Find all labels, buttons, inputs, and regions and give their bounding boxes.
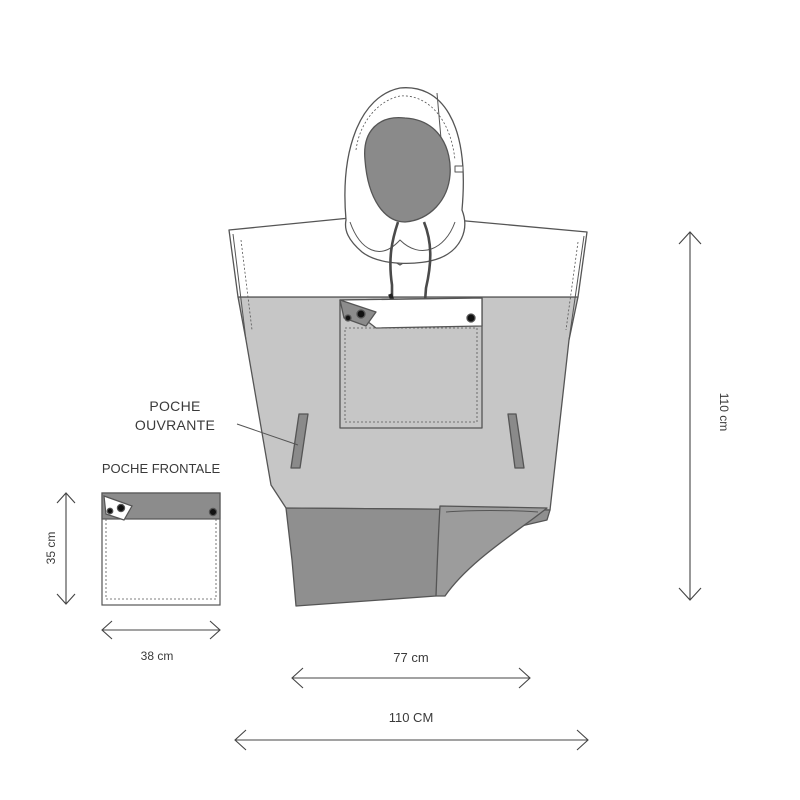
front-pocket-detail	[101, 492, 221, 606]
side-pocket-right	[507, 413, 525, 469]
dimension-arrows	[56, 231, 702, 751]
pocket-pointer-line	[236, 423, 299, 446]
poncho-folded-corner	[435, 505, 548, 597]
dimension-pocket-width: 38 cm	[141, 649, 174, 663]
drawstring-right	[422, 221, 432, 316]
dimension-total-width: 110 CM	[389, 710, 434, 725]
hood-opening	[364, 117, 451, 223]
label-poche-ouvrante-line2: OUVRANTE	[135, 417, 215, 433]
dimension-pocket-height: 35 cm	[44, 532, 58, 565]
poncho-garment	[228, 87, 588, 607]
snap-button	[344, 314, 352, 322]
dimension-body-width: 77 cm	[393, 650, 428, 665]
label-poche-ouvrante-line1: POCHE	[149, 398, 200, 414]
snap-button	[356, 309, 366, 319]
label-poche-frontale: POCHE FRONTALE	[102, 461, 221, 476]
dimension-height-total: 110 cm	[717, 393, 731, 431]
side-pocket-left	[290, 413, 309, 469]
drawstring-left	[389, 221, 400, 300]
snap-button	[466, 313, 476, 323]
